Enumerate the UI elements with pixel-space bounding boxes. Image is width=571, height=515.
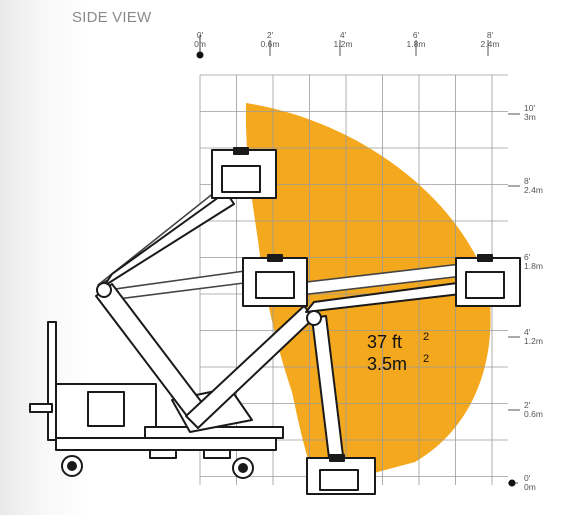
- lift-machine: [29, 147, 521, 495]
- area-m: 3.5m: [367, 354, 407, 374]
- right-tick-ft-1: 8': [524, 176, 531, 186]
- right-tick-ft-5: 0': [524, 473, 531, 483]
- area-m-exp: 2: [423, 353, 429, 365]
- right-tick-ft-2: 6': [524, 252, 531, 262]
- area-ft: 37 ft: [367, 332, 402, 352]
- top-tick-ft-4: 8': [487, 30, 494, 40]
- right-tick-m-0: 3m: [524, 112, 536, 122]
- right-tick-ft-4: 2': [524, 400, 531, 410]
- right-tick-m-5: 0m: [524, 482, 536, 492]
- top-tick-ft-0: 0': [197, 30, 204, 40]
- right-axis: 10' 3m 8' 2.4m 6' 1.8m 4' 1.2m 2' 0.6m 0…: [508, 103, 543, 492]
- right-tick-ft-0: 10': [524, 103, 535, 113]
- envelope-area-label: 37 ft 2 3.5m 2: [367, 331, 429, 374]
- platform-right: [455, 254, 521, 307]
- origin-dot-right: [508, 479, 516, 487]
- platform-bottom: [306, 454, 376, 495]
- top-tick-m-4: 2.4m: [481, 39, 500, 49]
- top-tick-ft-2: 4': [340, 30, 347, 40]
- right-tick-ft-3: 4': [524, 327, 531, 337]
- top-tick-m-2: 1.2m: [334, 39, 353, 49]
- right-tick-m-3: 1.2m: [524, 336, 543, 346]
- wheels: [61, 455, 254, 479]
- area-ft-exp: 2: [423, 331, 429, 343]
- top-tick-m-1: 0.6m: [261, 39, 280, 49]
- right-tick-m-1: 2.4m: [524, 185, 543, 195]
- platform-mid-left: [242, 254, 308, 307]
- top-tick-m-3: 1.8m: [407, 39, 426, 49]
- jib-arm-upper: [103, 191, 235, 287]
- right-tick-m-4: 0.6m: [524, 409, 543, 419]
- right-tick-m-2: 1.8m: [524, 261, 543, 271]
- view-title: SIDE VIEW: [72, 9, 152, 26]
- origin-dot-top: [196, 51, 204, 59]
- platform-upper: [211, 147, 277, 199]
- top-tick-ft-1: 2': [267, 30, 274, 40]
- top-tick-ft-3: 6': [413, 30, 420, 40]
- base-chassis: [29, 321, 284, 459]
- top-tick-m-0: 0m: [194, 39, 206, 49]
- top-axis: 0' 0m 2' 0.6m 4' 1.2m 6' 1.8m 8' 2.4m: [194, 30, 499, 59]
